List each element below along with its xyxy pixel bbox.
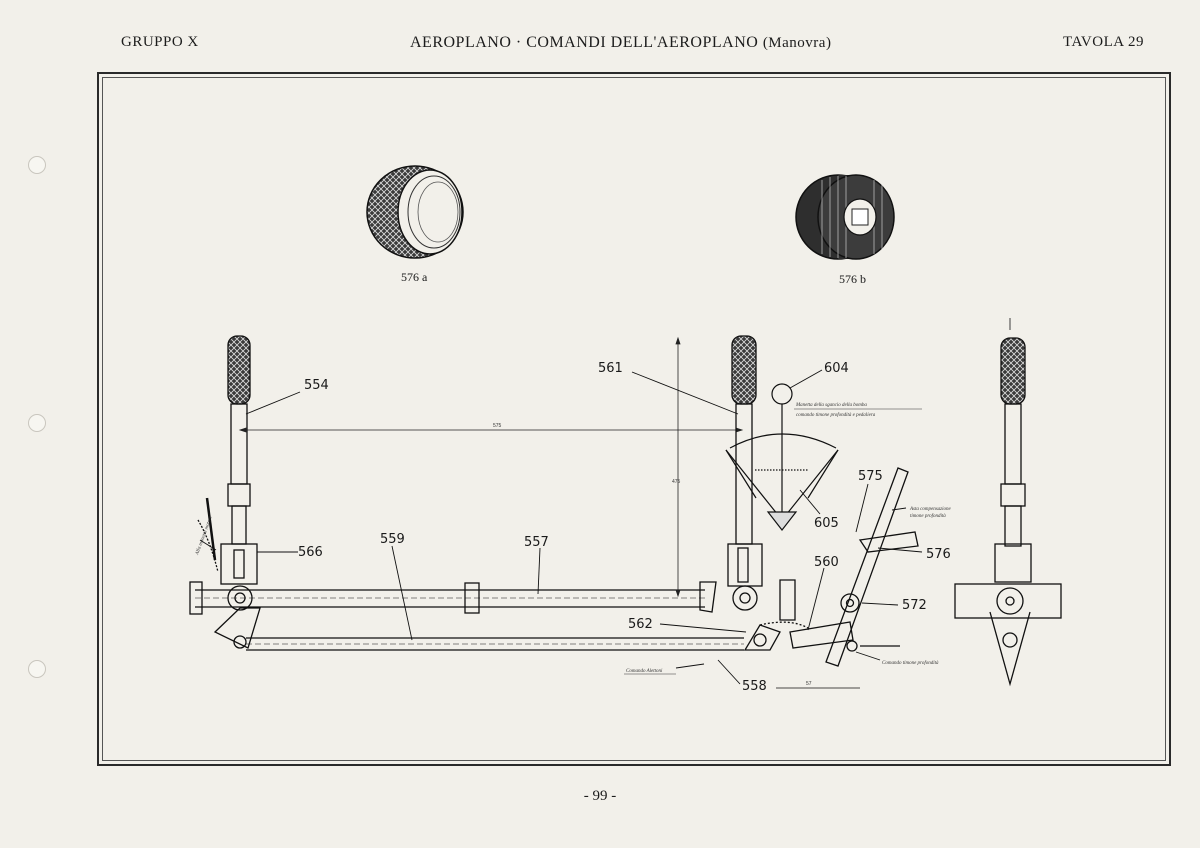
- punch-hole-bottom: [28, 660, 46, 678]
- lever-note-line2: comando timone profondità e pedaliera: [796, 413, 876, 418]
- span-dimension: [238, 427, 744, 433]
- callout-554: 554: [304, 378, 329, 393]
- elevator-command-note: Comando timone profondità: [882, 661, 939, 666]
- callout-560: 560: [814, 555, 839, 570]
- callout-558: 558: [742, 679, 767, 694]
- elevator-linkage: [759, 467, 919, 689]
- right-control-stick: [699, 335, 796, 651]
- callout-562: 562: [628, 617, 653, 632]
- grip-576b-caption: 576 b: [839, 272, 866, 286]
- spring-note-line2: timone profondità: [910, 514, 946, 519]
- grip-576b-figure: [795, 174, 895, 260]
- spring-note-line1: Asta compensazione: [909, 507, 951, 512]
- title-text: AEROPLANO · COMANDI DELL'AEROPLANO: [410, 34, 759, 51]
- plate-label: TAVOLA 29: [1063, 34, 1144, 50]
- callout-566: 566: [298, 545, 323, 560]
- lever-note-line1: Manetta della sgancio della bomba: [795, 403, 867, 408]
- small-dimension-value: 57: [806, 681, 812, 687]
- title-subtitle: (Manovra): [762, 35, 832, 51]
- page-title: AEROPLANO · COMANDI DELL'AEROPLANO (Mano…: [410, 34, 831, 52]
- callout-559: 559: [380, 532, 405, 547]
- callout-557: 557: [524, 535, 549, 550]
- page-number: - 99 -: [583, 788, 617, 804]
- height-dimension: [675, 336, 681, 598]
- callout-572: 572: [902, 598, 927, 613]
- leader-lines: [199, 369, 923, 685]
- grip-576a-figure: [366, 165, 464, 259]
- callout-604: 604: [824, 361, 849, 376]
- aileron-command-note: Comando Alettoni: [626, 669, 663, 674]
- grip-576a-caption: 576 a: [401, 270, 428, 284]
- front-view-stick: [954, 318, 1062, 687]
- callout-561: 561: [598, 361, 623, 376]
- callout-576: 576: [926, 547, 951, 562]
- bomb-release-quadrant: [725, 383, 839, 531]
- punch-hole-middle: [28, 414, 46, 432]
- group-label: GRUPPO X: [121, 34, 199, 50]
- drawing-frame: [97, 72, 1171, 766]
- height-dimension-value: 475: [672, 479, 681, 485]
- connecting-rod: [246, 637, 744, 651]
- page-header: GRUPPO X AEROPLANO · COMANDI DELL'AEROPL…: [0, 34, 1200, 58]
- span-dimension-value: 575: [493, 423, 502, 429]
- left-control-stick: [197, 335, 258, 585]
- punch-hole-top: [28, 156, 46, 174]
- callout-575: 575: [858, 469, 883, 484]
- torque-tube: [189, 581, 705, 649]
- callout-605: 605: [814, 516, 839, 531]
